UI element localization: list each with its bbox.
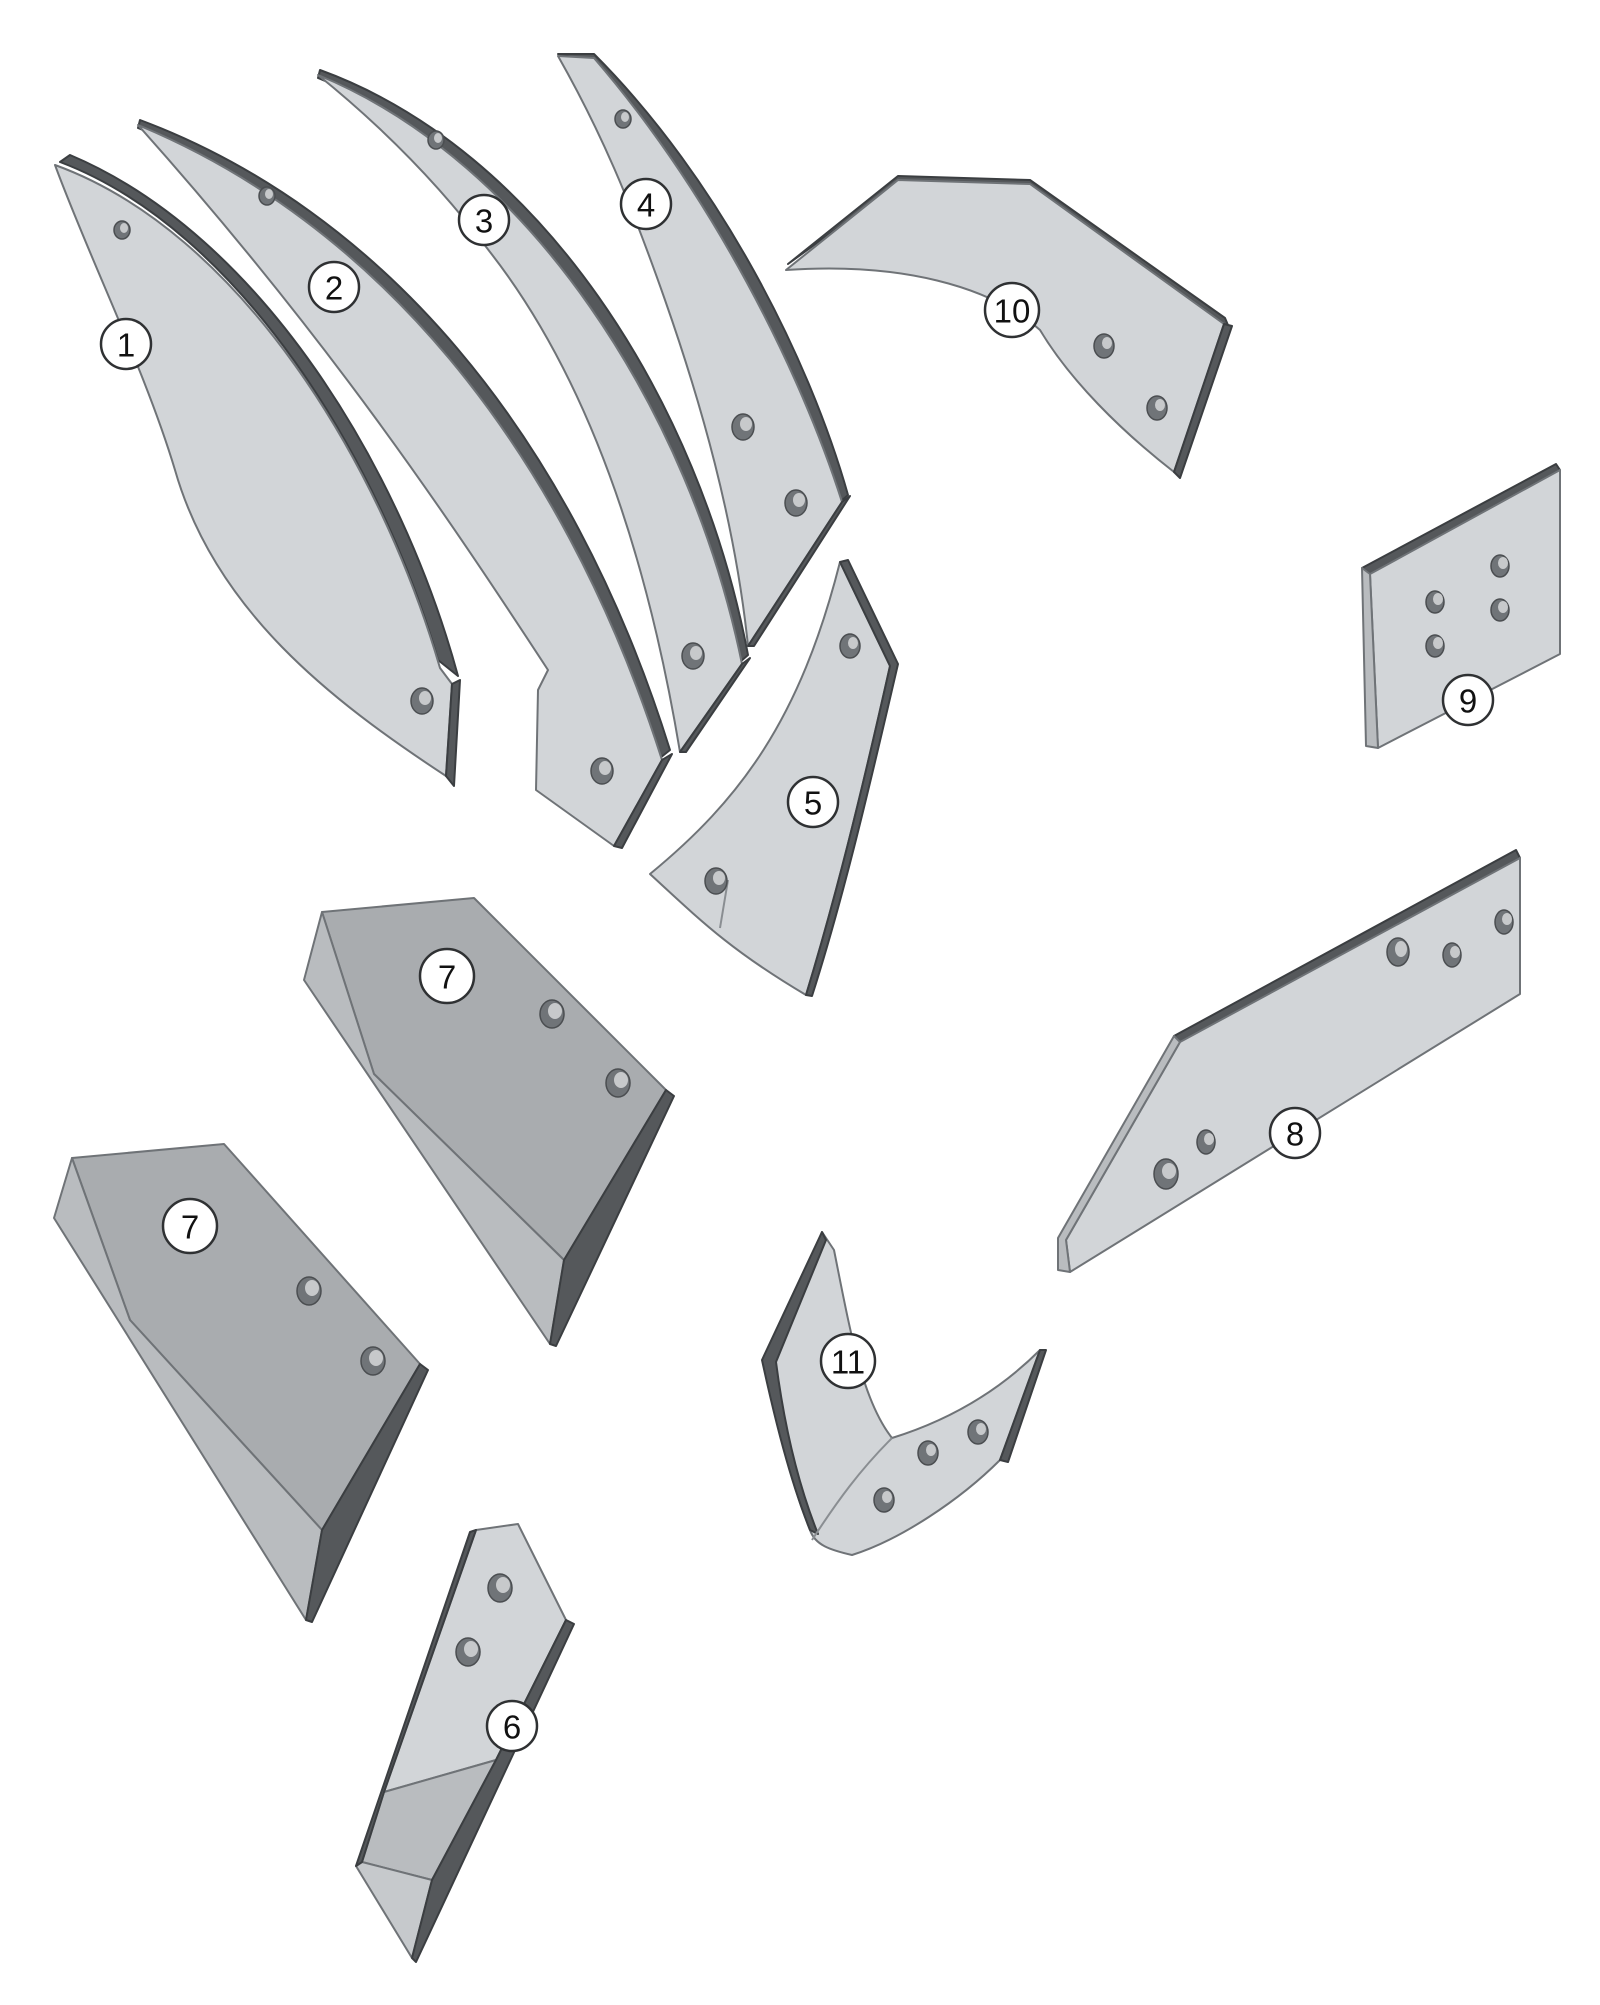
part-10-face bbox=[785, 179, 1225, 473]
part-8-hole bbox=[1153, 1158, 1179, 1190]
part-7a-hole bbox=[539, 999, 565, 1029]
part-2-side-edge bbox=[613, 753, 673, 849]
part-2-hole bbox=[258, 186, 276, 206]
part-7b-hole bbox=[360, 1346, 386, 1376]
part-9-hole bbox=[1490, 598, 1510, 622]
callout-11-label: 11 bbox=[831, 1344, 865, 1381]
part-7a-hole bbox=[605, 1068, 631, 1098]
callout-7a: 7 bbox=[418, 947, 476, 1005]
part-7b-edge bbox=[305, 1363, 429, 1623]
part-9-hole bbox=[1425, 634, 1445, 658]
part-7a bbox=[303, 897, 675, 1347]
callout-5-label: 5 bbox=[804, 785, 822, 822]
part-5 bbox=[649, 559, 899, 997]
part-11-right-edge bbox=[999, 1349, 1047, 1463]
part-10-hole bbox=[1146, 395, 1168, 421]
part-11-hole bbox=[873, 1487, 895, 1513]
callout-1: 1 bbox=[99, 317, 153, 371]
part-3-face bbox=[317, 74, 743, 753]
callout-6: 6 bbox=[485, 1699, 539, 1753]
part-1-side-edge bbox=[445, 679, 461, 787]
callout-2-label: 2 bbox=[325, 270, 343, 307]
part-9-side bbox=[1361, 567, 1379, 749]
part-6-hole bbox=[455, 1637, 481, 1667]
part-8-hole bbox=[1196, 1129, 1216, 1155]
part-4-hole bbox=[731, 413, 755, 441]
part-8-hole bbox=[1386, 937, 1410, 967]
part-5-seam bbox=[719, 879, 729, 929]
callout-3: 3 bbox=[457, 193, 511, 247]
part-5-edge bbox=[805, 559, 899, 997]
part-1-hole bbox=[113, 220, 131, 240]
part-6 bbox=[355, 1523, 575, 1963]
callout-8: 8 bbox=[1268, 1106, 1322, 1160]
part-11-seam bbox=[811, 1437, 893, 1541]
callout-6-label: 6 bbox=[503, 1709, 521, 1746]
part-11-left-edge bbox=[761, 1231, 827, 1535]
part-3-hole bbox=[681, 642, 705, 670]
callout-7b: 7 bbox=[161, 1197, 219, 1255]
part-4-hole bbox=[614, 109, 632, 129]
callout-11: 11 bbox=[819, 1332, 877, 1390]
part-8-side bbox=[1057, 1035, 1181, 1273]
part-7b bbox=[53, 1143, 429, 1623]
part-2-hole bbox=[590, 757, 614, 785]
part-1 bbox=[54, 154, 461, 787]
part-9 bbox=[1361, 463, 1561, 749]
part-2 bbox=[137, 119, 673, 849]
part-10 bbox=[785, 175, 1233, 479]
part-11-hole bbox=[917, 1440, 939, 1466]
callout-1-label: 1 bbox=[117, 327, 135, 364]
part-3-hole bbox=[427, 130, 445, 150]
part-8-hole bbox=[1442, 942, 1462, 968]
part-6-left-edge bbox=[355, 1529, 477, 1867]
callout-5: 5 bbox=[786, 775, 840, 829]
part-11-hole bbox=[967, 1419, 989, 1445]
part-10-hole bbox=[1093, 333, 1115, 359]
part-6-hole bbox=[487, 1573, 513, 1603]
part-9-hole bbox=[1490, 554, 1510, 578]
callout-9-label: 9 bbox=[1459, 683, 1477, 720]
part-11 bbox=[761, 1231, 1047, 1556]
part-4-side-edge bbox=[747, 495, 851, 647]
part-5-hole bbox=[704, 867, 728, 895]
part-7a-edge bbox=[549, 1089, 675, 1347]
part-8-face bbox=[1065, 857, 1521, 1273]
part-8 bbox=[1057, 849, 1521, 1273]
part-6-edge bbox=[411, 1619, 575, 1963]
callout-7a-label: 7 bbox=[438, 959, 456, 996]
part-4-hole bbox=[784, 489, 808, 517]
callout-4-label: 4 bbox=[637, 187, 655, 224]
part-7b-hole bbox=[296, 1276, 322, 1306]
part-3 bbox=[317, 69, 751, 753]
callout-9: 9 bbox=[1441, 673, 1495, 727]
part-1-hole bbox=[410, 687, 434, 715]
callout-2: 2 bbox=[307, 260, 361, 314]
callout-8-label: 8 bbox=[1286, 1116, 1304, 1153]
part-10-side-edge bbox=[1173, 323, 1233, 479]
part-9-hole bbox=[1425, 590, 1445, 614]
callout-4: 4 bbox=[619, 177, 673, 231]
part-8-hole bbox=[1494, 909, 1514, 935]
part-3-side-edge bbox=[679, 657, 751, 753]
part-1-edge bbox=[59, 154, 459, 677]
callout-10: 10 bbox=[983, 281, 1041, 339]
part-5-hole bbox=[839, 633, 861, 659]
callout-7b-label: 7 bbox=[181, 1209, 199, 1246]
callout-10-label: 10 bbox=[994, 293, 1031, 330]
callout-3-label: 3 bbox=[475, 203, 493, 240]
